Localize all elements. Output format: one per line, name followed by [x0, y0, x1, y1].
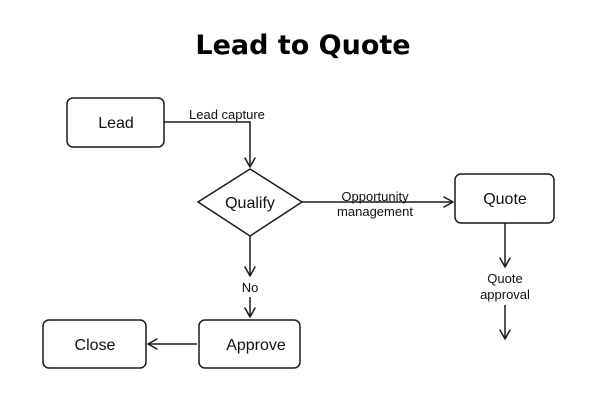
- diagram-title: Lead to Quote: [195, 30, 410, 61]
- edge-label-opportunity-line2: management: [337, 204, 413, 219]
- node-lead-label: Lead: [98, 115, 134, 132]
- node-approve: [198, 319, 301, 369]
- node-close: [42, 319, 147, 369]
- edge-label-no: No: [242, 280, 259, 295]
- edge-lead-capture: [164, 121, 256, 168]
- edge-label-quote-approval-line2: approval: [480, 287, 530, 302]
- node-lead: [66, 97, 165, 148]
- node-close-label: Close: [75, 337, 116, 354]
- node-qualify: [196, 168, 304, 237]
- node-quote: [454, 173, 555, 224]
- edge-label-opportunity-line1: Opportunity: [341, 189, 409, 204]
- edge-label-lead-capture: Lead capture: [189, 107, 265, 122]
- node-qualify-label: Qualify: [225, 195, 275, 212]
- edge-label-quote-approval-line1: Quote: [487, 271, 522, 286]
- node-quote-label: Quote: [483, 191, 527, 208]
- node-approve-label: Approve: [226, 337, 286, 354]
